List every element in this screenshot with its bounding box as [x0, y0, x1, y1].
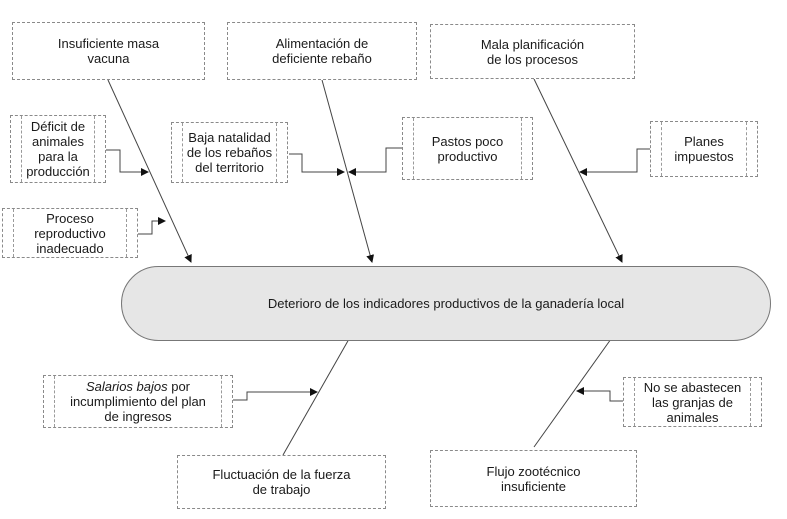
subcause-baja-natalidad: Baja natalidad de los rebaños del territ…	[171, 122, 288, 183]
subcause-label: No se abastecen las granjas de animales	[643, 379, 742, 425]
bone-fluctuacion	[282, 331, 354, 456]
cause-label: Alimentación de deficiente rebaño	[272, 36, 372, 66]
sub-salarios	[233, 388, 318, 401]
sub-deficit	[106, 149, 149, 176]
subcause-label: Pastos poco productivo	[431, 133, 504, 164]
subcause-label: Planes impuestos	[674, 134, 734, 164]
subcause-rest: por incumplimiento del plan de ingresos	[70, 379, 206, 424]
bone-insuficiente	[107, 79, 192, 263]
cause-insuficiente-masa-vacuna: Insuficiente masa vacuna	[12, 22, 205, 80]
subcause-label: Proceso reproductivo inadecuado	[34, 210, 106, 256]
effect-head: Deterioro de los indicadores productivos…	[121, 266, 771, 341]
subcause-italic: Salarios bajos	[85, 379, 168, 394]
sub-pastos	[348, 147, 402, 176]
cause-label: Flujo zootécnico insuficiente	[486, 463, 581, 494]
cause-label: Insuficiente masa vacuna	[57, 36, 160, 66]
bone-mala-planificacion	[533, 78, 623, 263]
cause-flujo-zootecnico: Flujo zootécnico insuficiente	[430, 450, 637, 507]
cause-fluctuacion-fuerza-trabajo: Fluctuación de la fuerza de trabajo	[177, 455, 386, 509]
subcause-pastos: Pastos poco productivo	[402, 117, 533, 180]
subcause-no-se-abastecen: No se abastecen las granjas de animales	[623, 377, 762, 427]
subcause-label: Déficit de animales para la producción	[26, 119, 90, 179]
sub-abastecen	[576, 387, 623, 402]
bone-alimentacion	[321, 79, 375, 263]
subcause-label: Baja natalidad de los rebaños del territ…	[186, 130, 273, 175]
subcause-label: Salarios bajos por incumplimiento del pl…	[58, 379, 218, 424]
subcause-proceso-reproductivo: Proceso reproductivo inadecuado	[2, 208, 138, 258]
cause-mala-planificacion: Mala planificación de los procesos	[430, 24, 635, 79]
cause-alimentacion: Alimentación de deficiente rebaño	[227, 22, 417, 80]
sub-baja-natalidad	[289, 153, 345, 176]
subcause-salarios-bajos: Salarios bajos por incumplimiento del pl…	[43, 375, 233, 428]
effect-label: Deterioro de los indicadores productivos…	[267, 296, 625, 311]
bone-flujo	[533, 331, 617, 448]
subcause-deficit-animales: Déficit de animales para la producción	[10, 115, 106, 183]
subcause-planes-impuestos: Planes impuestos	[650, 121, 758, 177]
cause-label: Fluctuación de la fuerza de trabajo	[212, 467, 351, 497]
sub-planes	[579, 148, 650, 176]
sub-proceso	[138, 217, 166, 235]
cause-label: Mala planificación de los procesos	[480, 36, 585, 67]
